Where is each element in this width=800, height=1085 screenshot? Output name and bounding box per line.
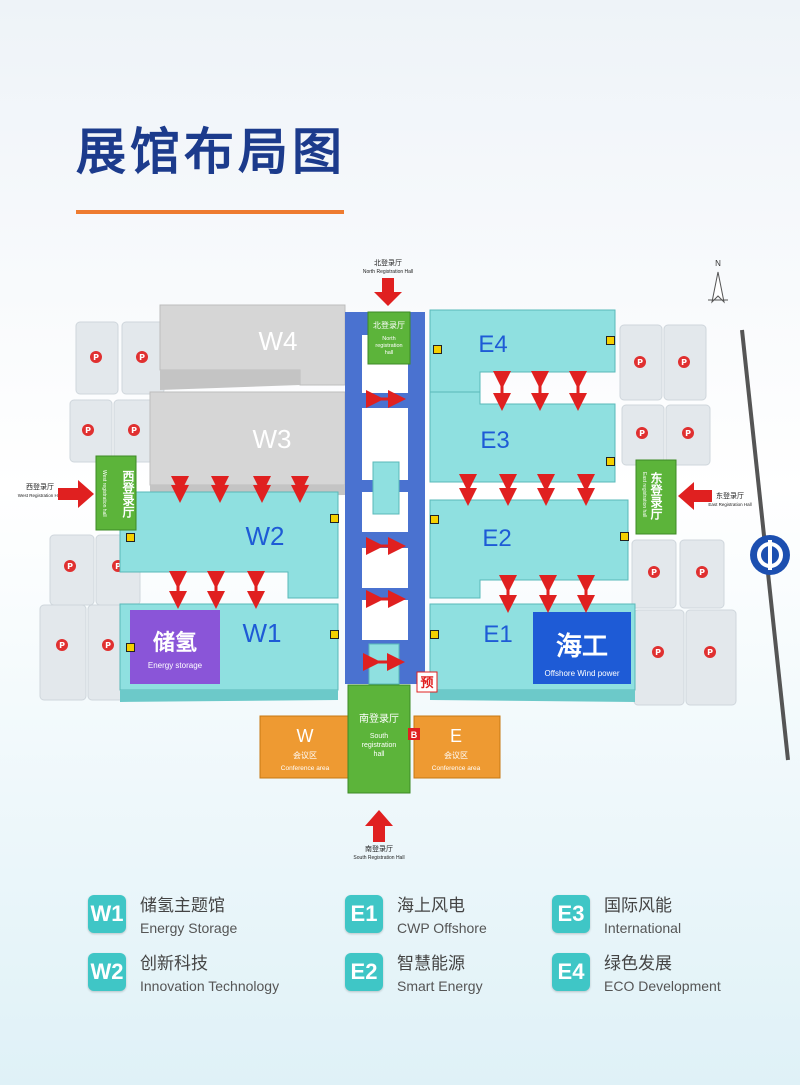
svg-text:储氢: 储氢 [153,630,197,656]
hall-e3[interactable]: E3 [429,391,616,483]
svg-text:P: P [131,426,137,435]
legend-badge: W1 [88,895,126,933]
svg-text:预: 预 [420,676,433,691]
svg-text:南登录厅: 南登录厅 [359,712,399,725]
legend-badge: E2 [345,953,383,991]
svg-text:P: P [685,429,691,438]
svg-text:西登录厅: 西登录厅 [121,470,135,519]
svg-text:东登录厅: 东登录厅 [649,471,663,521]
facility-icons [126,336,629,652]
svg-text:P: P [651,568,657,577]
south-registration[interactable]: 南登录厅 South registration hall 南登录厅 South … [347,684,411,861]
svg-text:西登录厅: 西登录厅 [26,482,54,491]
svg-text:East registration hall: East registration hall [641,472,647,517]
svg-text:P: P [59,641,65,650]
svg-text:registration: registration [375,343,402,349]
page-title: 展馆布局图 [76,123,346,181]
hall-w1-label: W1 [243,618,282,648]
svg-text:P: P [85,426,91,435]
svg-text:P: P [707,648,713,657]
hall-w4[interactable]: W4 [159,304,346,390]
central-corridor [345,312,425,685]
parking-icons: P P P P P P P P P P P P P P P P [56,351,716,658]
hall-e3-label: E3 [480,427,509,454]
svg-text:B: B [411,730,418,740]
svg-text:registration: registration [362,742,397,749]
hall-e1-label: E1 [483,621,512,648]
svg-text:P: P [699,568,705,577]
legend-badge: E4 [552,953,590,991]
west-registration[interactable]: 西登录厅 West Registration Hall 西登录厅 West re… [18,455,137,531]
svg-text:P: P [115,562,121,571]
svg-text:P: P [105,641,111,650]
svg-text:南登录厅: 南登录厅 [365,844,393,853]
legend-badge: E1 [345,895,383,933]
svg-text:P: P [93,353,99,362]
east-registration[interactable]: 东登录厅 East Registration Hall 东登录厅 East re… [635,459,752,535]
hall-e4-label: E4 [478,331,507,358]
svg-text:South: South [370,733,388,740]
hall-e4[interactable]: E4 [429,309,616,393]
theme-energy-storage[interactable]: 储氢 Energy storage [130,610,220,684]
svg-text:West registration hall: West registration hall [101,470,107,517]
legend-badge: E3 [552,895,590,933]
svg-text:会议区: 会议区 [444,750,468,760]
hall-w2-label: W2 [246,521,285,551]
svg-text:东登录厅: 东登录厅 [716,491,744,500]
north-arrow-icon: N [708,259,728,304]
svg-text:海工: 海工 [556,632,608,662]
svg-text:P: P [639,429,645,438]
svg-text:Conference area: Conference area [432,765,481,772]
svg-text:北登录厅: 北登录厅 [373,320,405,330]
legend-badge: W2 [88,953,126,991]
svg-text:hall: hall [385,350,394,356]
svg-text:Offshore Wind power: Offshore Wind power [545,669,620,678]
title-underline [76,210,344,214]
hall-e2-label: E2 [482,525,511,552]
hall-w3-label: W3 [253,424,292,454]
east-conference-area[interactable]: E 会议区 Conference area [413,715,501,779]
svg-text:N: N [715,259,721,268]
svg-text:P: P [637,358,643,367]
b-marker: B [408,728,420,740]
west-conference-area[interactable]: W 会议区 Conference area [259,715,351,779]
svg-text:P: P [139,353,145,362]
hall-e2[interactable]: E2 [429,499,629,599]
reservation-marker: 预 [416,671,438,693]
hall-w3[interactable]: W3 [149,391,346,497]
svg-text:W: W [297,726,314,746]
svg-text:E: E [450,726,462,746]
theme-offshore-wind[interactable]: 海工 Offshore Wind power [533,612,631,684]
north-registration[interactable]: 北登录厅 North Registration Hall 北登录厅 North … [363,258,413,365]
passage-arrows [169,371,595,671]
svg-text:North Registration Hall: North Registration Hall [363,269,413,275]
svg-text:East Registration Hall: East Registration Hall [708,502,751,507]
hall-w4-label: W4 [259,326,298,356]
svg-text:West Registration Hall: West Registration Hall [18,493,62,498]
svg-text:P: P [67,562,73,571]
metro-logo-icon [750,535,790,575]
svg-text:Energy storage: Energy storage [148,661,203,670]
svg-text:North: North [382,336,395,342]
svg-text:会议区: 会议区 [293,750,317,760]
hall-w2[interactable]: W2 [119,491,339,599]
svg-text:South Registration Hall: South Registration Hall [353,855,404,861]
svg-text:P: P [681,358,687,367]
venue-map: P P P P P P P P P P P P P P P P W4 W3 [18,258,790,861]
svg-text:hall: hall [374,751,385,758]
svg-text:P: P [655,648,661,657]
svg-text:北登录厅: 北登录厅 [374,258,402,267]
svg-text:Conference area: Conference area [281,765,330,772]
